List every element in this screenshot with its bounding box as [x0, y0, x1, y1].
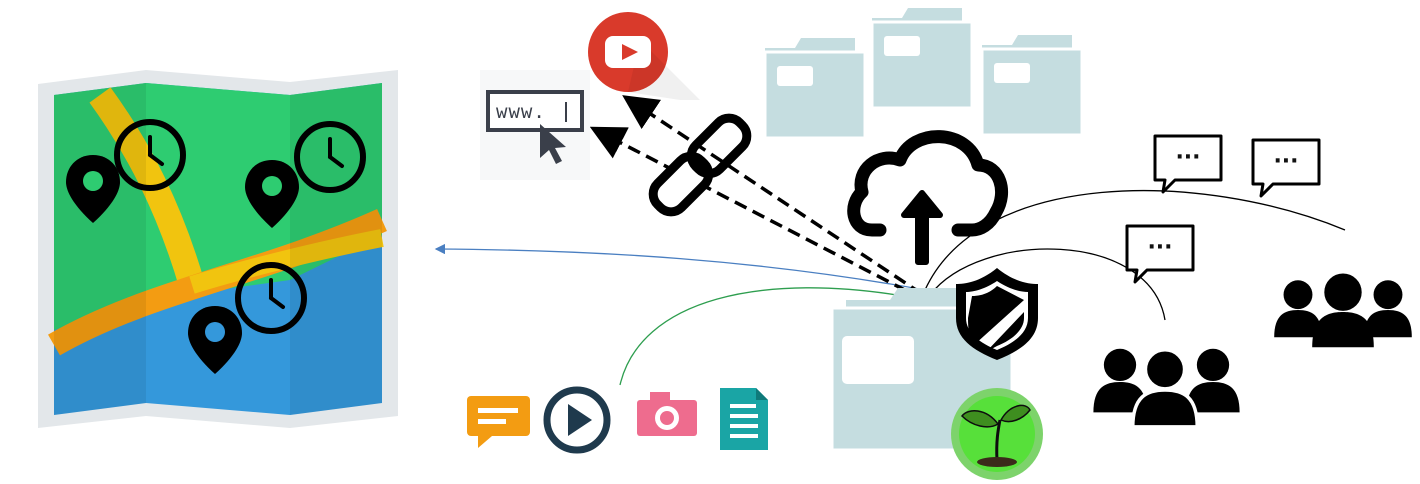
folder-icon — [980, 33, 1084, 137]
user-group-icon — [1093, 348, 1240, 429]
link-icon — [648, 113, 752, 217]
shield-icon — [956, 268, 1038, 360]
svg-text:···: ··· — [1175, 145, 1200, 170]
blue-arrow — [434, 243, 926, 291]
green-arc — [619, 287, 916, 386]
users-silhouette-icon — [1274, 273, 1412, 348]
website-url-text: www. — [496, 101, 546, 123]
chat-bubble-icon: ··· — [1251, 138, 1321, 198]
website-icon[interactable]: www. — [480, 70, 590, 180]
map-icon — [38, 70, 398, 428]
svg-text:···: ··· — [1147, 235, 1172, 260]
youtube-icon[interactable] — [588, 12, 700, 100]
camera-icon[interactable] — [637, 392, 697, 436]
folder-icon — [870, 6, 974, 110]
dashed-arrow-to-website — [589, 126, 925, 302]
connector-group-to-cloud — [929, 248, 1166, 321]
svg-text:···: ··· — [1273, 149, 1298, 174]
chat-bubble-icon: ··· — [1153, 134, 1223, 194]
connector-users-to-cloud — [924, 190, 1346, 291]
folder-icon — [763, 36, 867, 140]
cloud-upload-icon[interactable] — [847, 130, 1009, 265]
chat-bubble-icon: ··· — [1125, 224, 1195, 284]
document-icon[interactable] — [720, 388, 768, 450]
play-icon[interactable] — [543, 386, 611, 454]
sprout-icon — [951, 388, 1043, 480]
message-icon[interactable] — [467, 396, 530, 448]
